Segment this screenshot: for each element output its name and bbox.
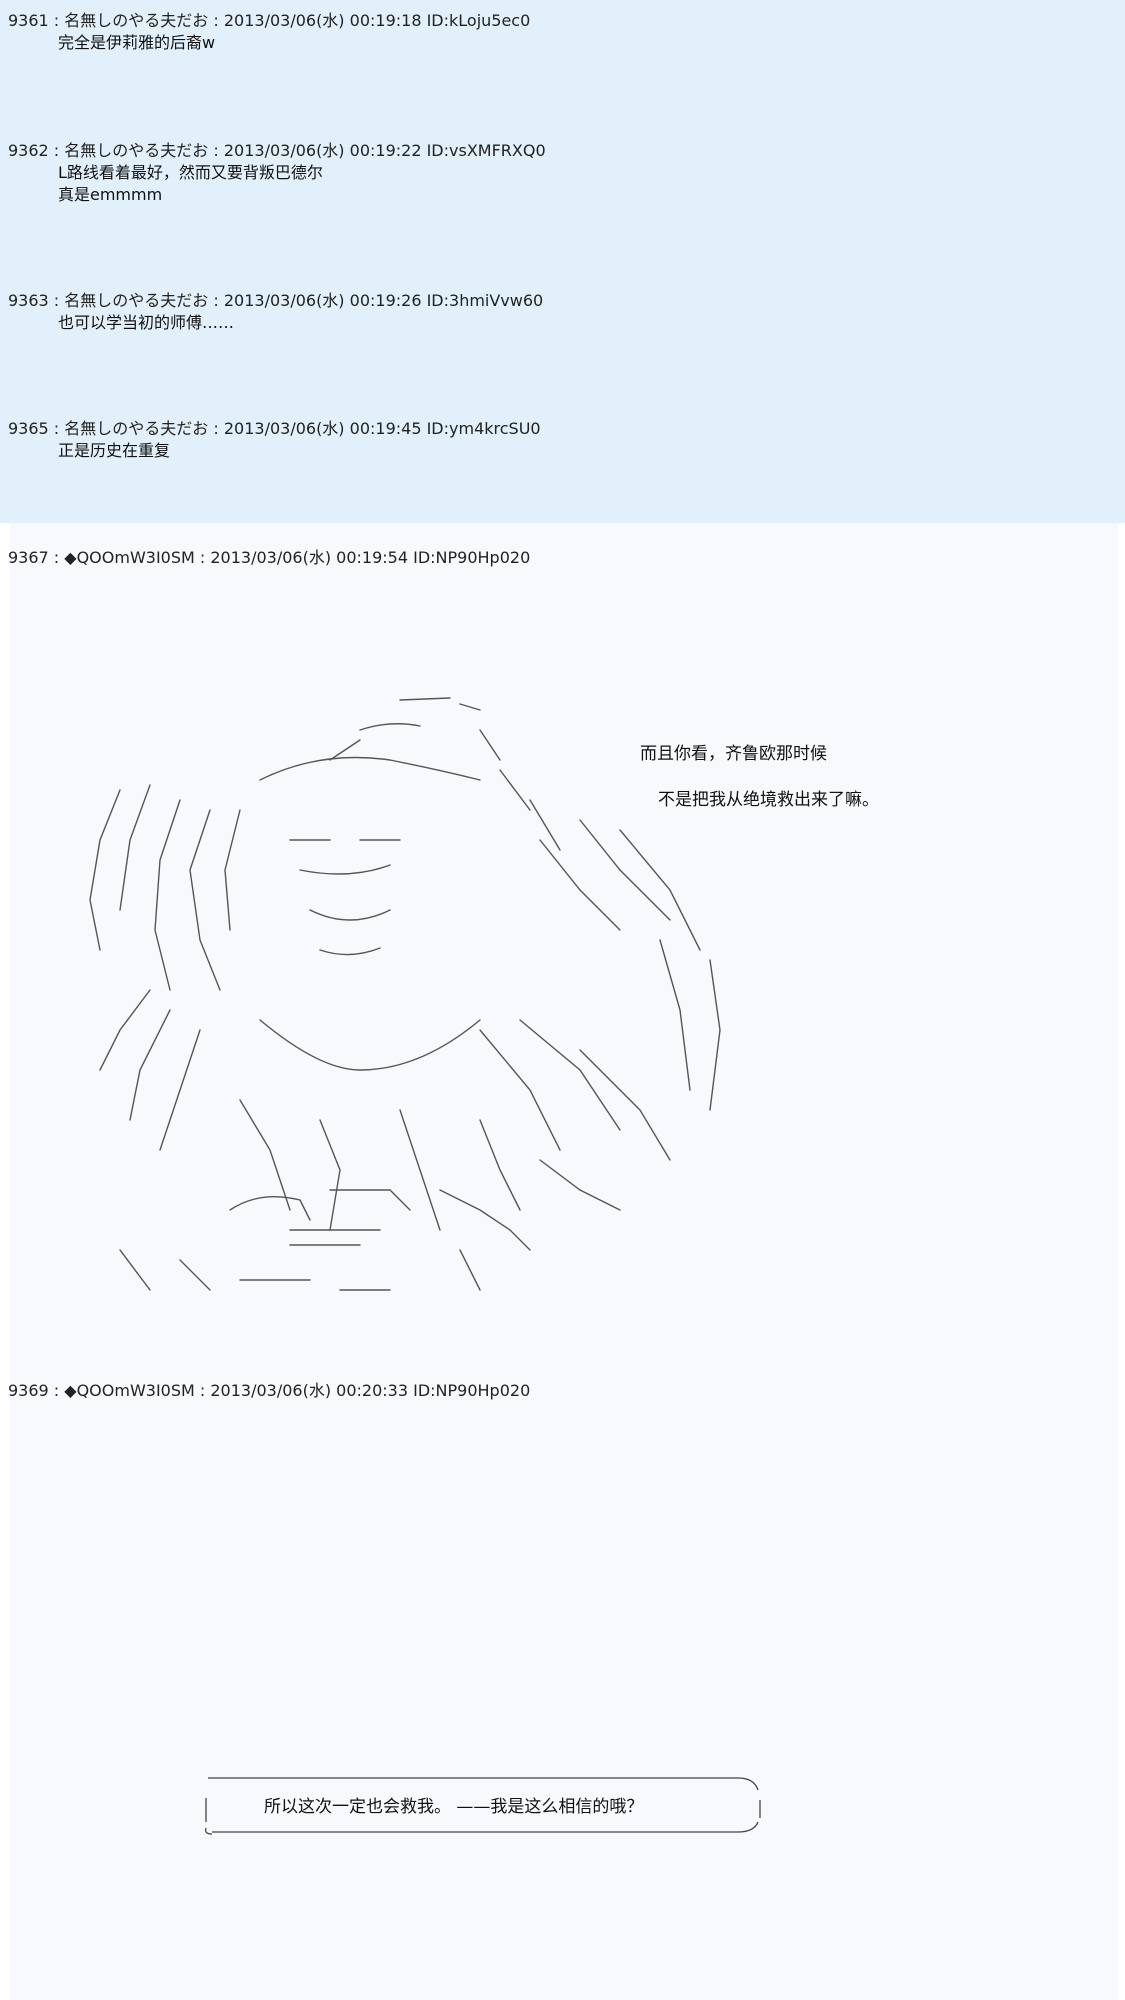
post-line: 正是历史在重复 [58,441,171,460]
post-body: 也可以学当初的师傅…… [58,312,1108,334]
post-9362: 9362 : 名無しのやる夫だお : 2013/03/06(水) 00:19:2… [8,140,1108,206]
post-9369: 9369 : ◆QOOmW3I0SM : 2013/03/06(水) 00:20… [8,1380,1108,1402]
reply-posts-area [0,0,1125,523]
post-header: 9362 : 名無しのやる夫だお : 2013/03/06(水) 00:19:2… [8,141,546,160]
post-header: 9363 : 名無しのやる夫だお : 2013/03/06(水) 00:19:2… [8,291,544,310]
speech-bubble-frame [204,1777,761,1835]
post-9367: 9367 : ◆QOOmW3I0SM : 2013/03/06(水) 00:19… [8,547,1108,569]
post-body: L路线看着最好，然而又要背叛巴德尔 真是emmmm [58,162,1108,206]
speech-bubble-text: 所以这次一定也会救我。 ——我是这么相信的哦？ [264,1797,644,1817]
post-line: 也可以学当初的师傅…… [58,313,235,332]
ascii-art-drawing [89,697,721,1291]
post-body: 完全是伊莉雅的后裔w [58,32,1108,54]
author-posts-area [10,523,1118,2000]
post-9363: 9363 : 名無しのやる夫だお : 2013/03/06(水) 00:19:2… [8,290,1108,334]
dialogue-line-2: 不是把我从绝境救出来了嘛。 [658,790,879,810]
post-body: 正是历史在重复 [58,440,1108,462]
ascii-art-character [60,690,760,1310]
post-header: 9365 : 名無しのやる夫だお : 2013/03/06(水) 00:19:4… [8,419,541,438]
post-header: 9361 : 名無しのやる夫だお : 2013/03/06(水) 00:19:1… [8,11,531,30]
dialogue-line-1: 而且你看，齐鲁欧那时候 [640,744,827,764]
post-header: 9367 : ◆QOOmW3I0SM : 2013/03/06(水) 00:19… [8,548,531,567]
post-header: 9369 : ◆QOOmW3I0SM : 2013/03/06(水) 00:20… [8,1381,531,1400]
speech-bubble: 所以这次一定也会救我。 ——我是这么相信的哦？ [198,1770,768,1840]
post-9365: 9365 : 名無しのやる夫だお : 2013/03/06(水) 00:19:4… [8,418,1108,462]
post-line: 完全是伊莉雅的后裔w [58,33,216,52]
post-9361: 9361 : 名無しのやる夫だお : 2013/03/06(水) 00:19:1… [8,10,1108,54]
post-line: L路线看着最好，然而又要背叛巴德尔 [58,163,323,182]
post-line: 真是emmmm [58,185,163,204]
